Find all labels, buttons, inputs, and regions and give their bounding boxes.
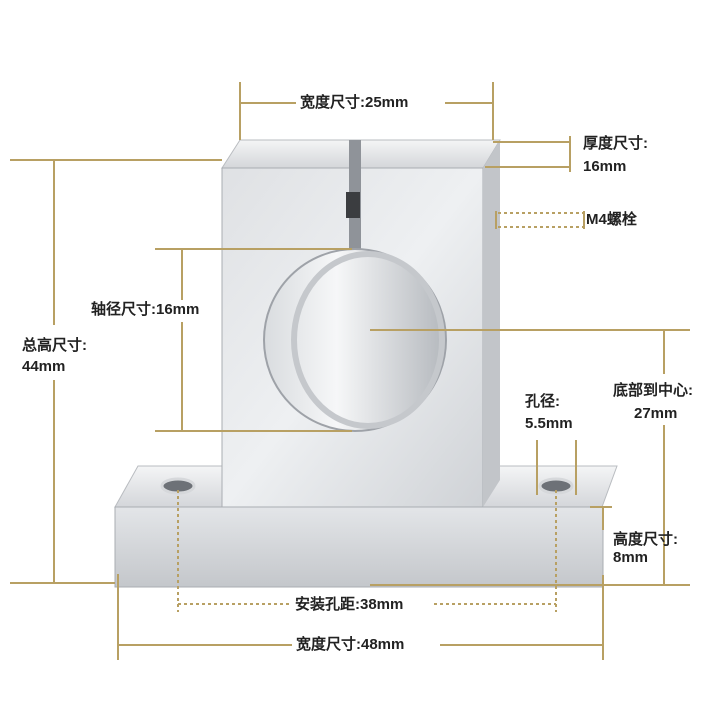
center-height-title: 底部到中心:: [613, 382, 693, 399]
mount-spacing-label: 安装孔距:38mm: [293, 595, 406, 615]
total-height-value: 44mm: [22, 358, 66, 375]
dimension-lines: [10, 82, 690, 660]
hole-diameter-title: 孔径:: [525, 393, 560, 410]
total-height-title: 总高尺寸:: [22, 337, 87, 354]
center-height-value: 27mm: [634, 405, 678, 422]
bracket-body: [114, 139, 618, 588]
top-width-label: 宽度尺寸:25mm: [298, 93, 411, 113]
shaft-bore: [263, 248, 447, 432]
bolt-label: M4螺栓: [586, 211, 637, 228]
hole-diameter-value: 5.5mm: [525, 415, 573, 432]
upright-side: [483, 140, 500, 507]
shaft-diameter-label: 轴径尺寸:16mm: [91, 301, 200, 318]
thickness-value: 16mm: [583, 158, 627, 175]
base-width-label: 宽度尺寸:48mm: [294, 635, 407, 655]
base-height-title: 高度尺寸:: [613, 531, 678, 548]
base-front: [114, 506, 604, 588]
clamp-screw: [346, 192, 360, 218]
thickness-title: 厚度尺寸:: [583, 135, 648, 152]
bore-inner-shadow: [291, 251, 445, 429]
base-height-value: 8mm: [613, 549, 649, 566]
